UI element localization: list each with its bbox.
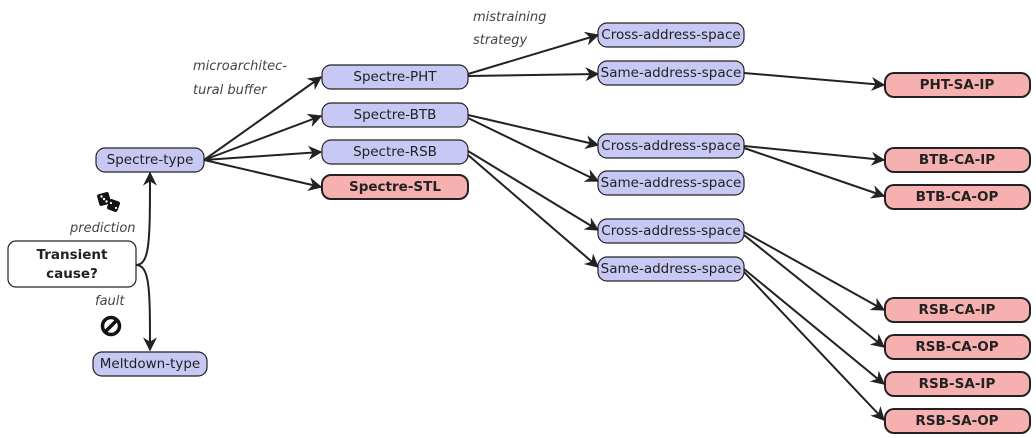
btb-same-label: Same-address-space xyxy=(601,175,742,191)
transient-cause-line2: cause? xyxy=(46,266,98,282)
node-rsb-ca-ip: RSB-CA-IP xyxy=(884,297,1031,323)
node-btb-same: Same-address-space xyxy=(597,170,745,196)
microarch-label-line1: microarchitec- xyxy=(193,59,287,74)
edges xyxy=(135,31,886,422)
btb-ca-ip-label: BTB-CA-IP xyxy=(919,152,995,168)
rsb-cross-label: Cross-address-space xyxy=(601,223,740,239)
mistraining-label-line1: mistraining xyxy=(473,10,546,25)
node-pht-same: Same-address-space xyxy=(597,60,745,86)
node-rsb-sa-op: RSB-SA-OP xyxy=(884,408,1031,434)
node-spectre-type: Spectre-type xyxy=(95,147,205,173)
node-btb-cross: Cross-address-space xyxy=(597,133,745,159)
edge-rsb-same xyxy=(467,154,600,268)
edge-btbcross-btbcaip xyxy=(743,145,886,166)
node-btb-ca-op: BTB-CA-OP xyxy=(884,184,1031,210)
node-rsb-same: Same-address-space xyxy=(597,256,745,282)
spectre-rsb-label: Spectre-RSB xyxy=(353,144,437,160)
node-spectre-rsb: Spectre-RSB xyxy=(321,139,469,165)
node-rsb-cross: Cross-address-space xyxy=(597,218,745,244)
spectre-btb-label: Spectre-BTB xyxy=(354,107,437,123)
node-btb-ca-ip: BTB-CA-IP xyxy=(884,147,1031,173)
node-rsb-ca-op: RSB-CA-OP xyxy=(884,334,1031,360)
node-spectre-stl: Spectre-STL xyxy=(321,174,469,200)
edge-rsbsame-rsbsaop xyxy=(743,271,885,422)
rsb-sa-op-label: RSB-SA-OP xyxy=(915,413,998,429)
pht-cross-label: Cross-address-space xyxy=(601,27,740,43)
node-pht-sa-ip: PHT-SA-IP xyxy=(884,72,1031,98)
rsb-ca-op-label: RSB-CA-OP xyxy=(915,339,998,355)
node-meltdown-type: Meltdown-type xyxy=(92,351,208,377)
btb-cross-label: Cross-address-space xyxy=(601,138,740,154)
edge-btbcross-btbcaop xyxy=(743,147,886,199)
edge-spectre-stl xyxy=(203,159,323,191)
pht-sa-ip-label: PHT-SA-IP xyxy=(920,77,995,93)
prediction-label: prediction xyxy=(69,221,136,236)
node-spectre-pht: Spectre-PHT xyxy=(321,64,469,90)
node-rsb-sa-ip: RSB-SA-IP xyxy=(884,371,1031,397)
edge-rsb-cross xyxy=(467,150,600,231)
transient-cause-line1: Transient xyxy=(37,247,109,263)
pht-same-label: Same-address-space xyxy=(601,65,742,81)
meltdown-type-label: Meltdown-type xyxy=(100,356,200,372)
edge-rsbsame-rsbsaip xyxy=(743,268,886,385)
edge-cause-spectre xyxy=(135,171,157,266)
node-pht-cross: Cross-address-space xyxy=(597,22,745,48)
edge-phtsame-phtsaip xyxy=(743,72,886,91)
edge-rsbcross-rsbcaip xyxy=(743,231,886,311)
btb-ca-op-label: BTB-CA-OP xyxy=(916,189,999,205)
rsb-same-label: Same-address-space xyxy=(601,261,742,277)
spectre-stl-label: Spectre-STL xyxy=(349,179,441,195)
edge-cause-meltdown xyxy=(135,264,157,352)
edge-labels: microarchitec- tural buffer mistraining … xyxy=(69,10,546,309)
node-spectre-btb: Spectre-BTB xyxy=(321,102,469,128)
rsb-sa-ip-label: RSB-SA-IP xyxy=(919,376,996,392)
edge-pht-same xyxy=(467,67,600,82)
edge-rsbcross-rsbcaop xyxy=(743,234,886,348)
spectre-type-label: Spectre-type xyxy=(107,152,194,168)
mistraining-label-line2: strategy xyxy=(473,33,528,48)
edge-spectre-btb xyxy=(203,113,323,161)
edge-spectre-rsb xyxy=(203,145,323,161)
microarch-label-line2: tural buffer xyxy=(193,83,268,98)
prohibited-icon xyxy=(100,315,122,337)
spectre-pht-label: Spectre-PHT xyxy=(353,69,437,85)
edge-btb-cross xyxy=(467,114,600,149)
edge-btb-same xyxy=(467,117,600,182)
edge-spectre-pht xyxy=(203,76,323,161)
dice-icon xyxy=(97,192,120,212)
node-transient-cause: Transient cause? xyxy=(7,240,137,288)
fault-label: fault xyxy=(95,294,125,309)
rsb-ca-ip-label: RSB-CA-IP xyxy=(919,302,996,318)
edge-pht-cross xyxy=(467,31,600,75)
